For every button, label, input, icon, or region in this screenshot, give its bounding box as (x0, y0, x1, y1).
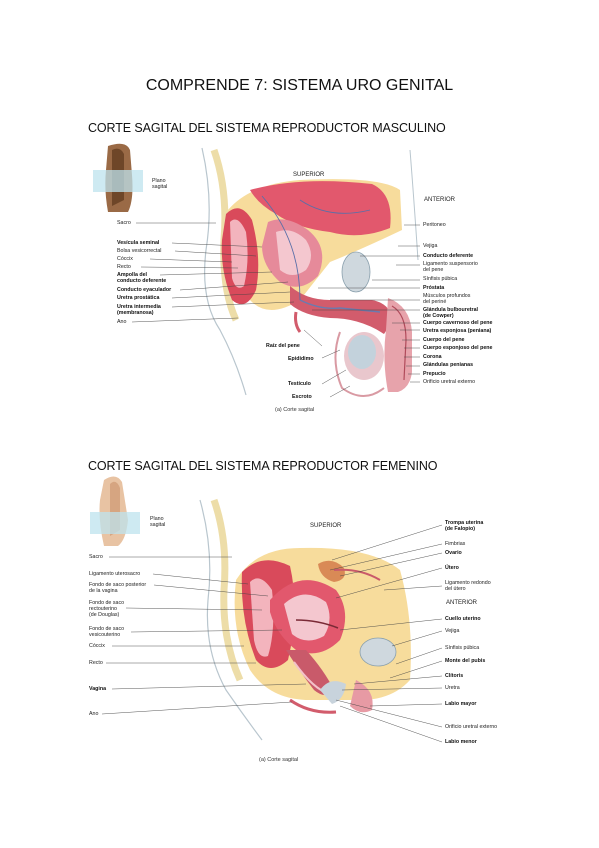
male-label-orificio-uretral: Orificio uretral externo (423, 379, 476, 385)
male-section-heading: CORTE SAGITAL DEL SISTEMA REPRODUCTOR MA… (88, 121, 446, 135)
female-anterior-label: ANTERIOR (446, 600, 478, 606)
male-label-escroto: Escroto (292, 394, 312, 400)
female-label-sacro: Sacro (89, 554, 103, 560)
female-label-cuello-uterino: Cuello uterino (445, 616, 481, 622)
male-label-recto: Recto (117, 264, 131, 270)
female-label-orificio-uretral: Orificio uretral externo (445, 724, 498, 730)
male-label-conducto-deferente: Conducto deferente (423, 253, 474, 259)
male-label-prostata: Próstata (423, 285, 445, 291)
female-superior-label: SUPERIOR (310, 523, 342, 529)
male-label-glandulas-penianas: Glándulas penianas (423, 362, 474, 368)
male-label-prepucio: Prepucio (423, 371, 446, 377)
female-label-vagina: Vagina (89, 686, 107, 692)
female-label-utero: Útero (445, 565, 459, 571)
female-label-ano: Ano (89, 711, 99, 717)
page-title: COMPRENDE 7: SISTEMA URO GENITAL (145, 77, 454, 94)
female-label-ligamento-uterosacro: Ligamento uterosacro (89, 571, 141, 577)
female-label-fimbrias: Fimbrias (445, 541, 466, 547)
male-label-conducto-eyaculador: Conducto eyaculador (117, 287, 172, 293)
male-pelvic-organs (221, 179, 412, 397)
female-leader-lines (101, 524, 443, 743)
male-leader-lines (131, 222, 420, 398)
female-label-coccix: Cóccix (89, 643, 105, 649)
female-caption: (a) Corte sagital (259, 757, 299, 763)
female-pelvic-organs (234, 547, 411, 714)
male-label-peritoneo: Peritoneo (423, 222, 446, 228)
female-label-vejiga: Vejiga (445, 628, 460, 634)
female-label-trompa-uterina: Trompa uterina (de Falopio) (445, 520, 484, 532)
female-label-recto: Recto (89, 660, 103, 666)
male-label-uretra-intermedia: Uretra intermedia (membranosa) (117, 304, 161, 316)
male-label-vesicula-seminal: Vesícula seminal (117, 240, 160, 246)
male-label-vejiga: Vejiga (423, 243, 438, 249)
female-label-labio-mayor: Labio mayor (445, 701, 477, 707)
male-superior-label: SUPERIOR (293, 172, 325, 178)
male-label-coccix: Cóccix (117, 256, 133, 262)
female-inset-label: Plano sagital (150, 516, 166, 528)
female-label-clitoris: Clítoris (445, 673, 464, 679)
female-label-monte-pubis: Monte del pubis (445, 658, 486, 664)
male-label-epididimo: Epidídimo (288, 356, 314, 362)
male-label-musculos-profundos: Músculos profundos del periné (423, 293, 471, 305)
male-anterior-label: ANTERIOR (424, 197, 456, 203)
female-label-fondo-saco-posterior: Fondo de saco posterior de la vagina (89, 582, 147, 594)
female-label-ligamento-redondo: Ligamento redondo del útero (445, 580, 491, 592)
male-label-sinfisis-pubica: Sínfisis púbica (423, 276, 458, 282)
female-label-ovario: Ovario (445, 550, 462, 556)
male-label-cuerpo-del-pene: Cuerpo del pene (423, 337, 465, 343)
female-label-fondo-saco-vesicouterino: Fondo de saco vesicouterino (89, 626, 125, 638)
male-label-ampolla: Ampolla del conducto deferente (117, 272, 167, 284)
male-inset-label: Plano sagital (152, 178, 168, 190)
male-label-bolsa-vesicorrectal: Bolsa vesicorrectal (117, 248, 162, 254)
female-label-fondo-saco-rectouterino: Fondo de saco rectouterino (de Douglas) (89, 600, 125, 618)
male-label-cuerpo-cavernoso: Cuerpo cavernoso del pene (423, 320, 493, 326)
female-inset-torso (90, 476, 140, 546)
female-label-uretra: Uretra (445, 685, 460, 691)
female-body-outline (199, 498, 263, 741)
male-label-ligamento-suspensorio: Ligamento suspensorio del pene (423, 261, 478, 273)
male-inset-torso (93, 143, 143, 212)
male-label-corona: Corona (423, 354, 442, 360)
male-label-ano: Ano (117, 319, 127, 325)
female-label-sinfisis-pubica: Sínfisis púbica (445, 645, 480, 651)
male-caption: (a) Corte sagital (275, 407, 315, 413)
female-section-heading: CORTE SAGITAL DEL SISTEMA REPRODUCTOR FE… (88, 459, 438, 473)
male-label-testiculo: Testículo (288, 381, 311, 387)
female-label-labio-menor: Labio menor (445, 739, 477, 745)
male-label-uretra-esponjosa: Uretra esponjosa (peniana) (423, 328, 492, 334)
male-label-sacro: Sacro (117, 220, 131, 226)
male-label-raiz-del-pene: Raíz del pene (266, 343, 300, 349)
male-label-cuerpo-esponjoso: Cuerpo esponjoso del pene (423, 345, 493, 351)
male-label-glandula-bulbouretral: Glándula bulbouretral (de Cowper) (423, 307, 479, 319)
male-label-uretra-prostatica: Uretra prostática (117, 295, 160, 301)
